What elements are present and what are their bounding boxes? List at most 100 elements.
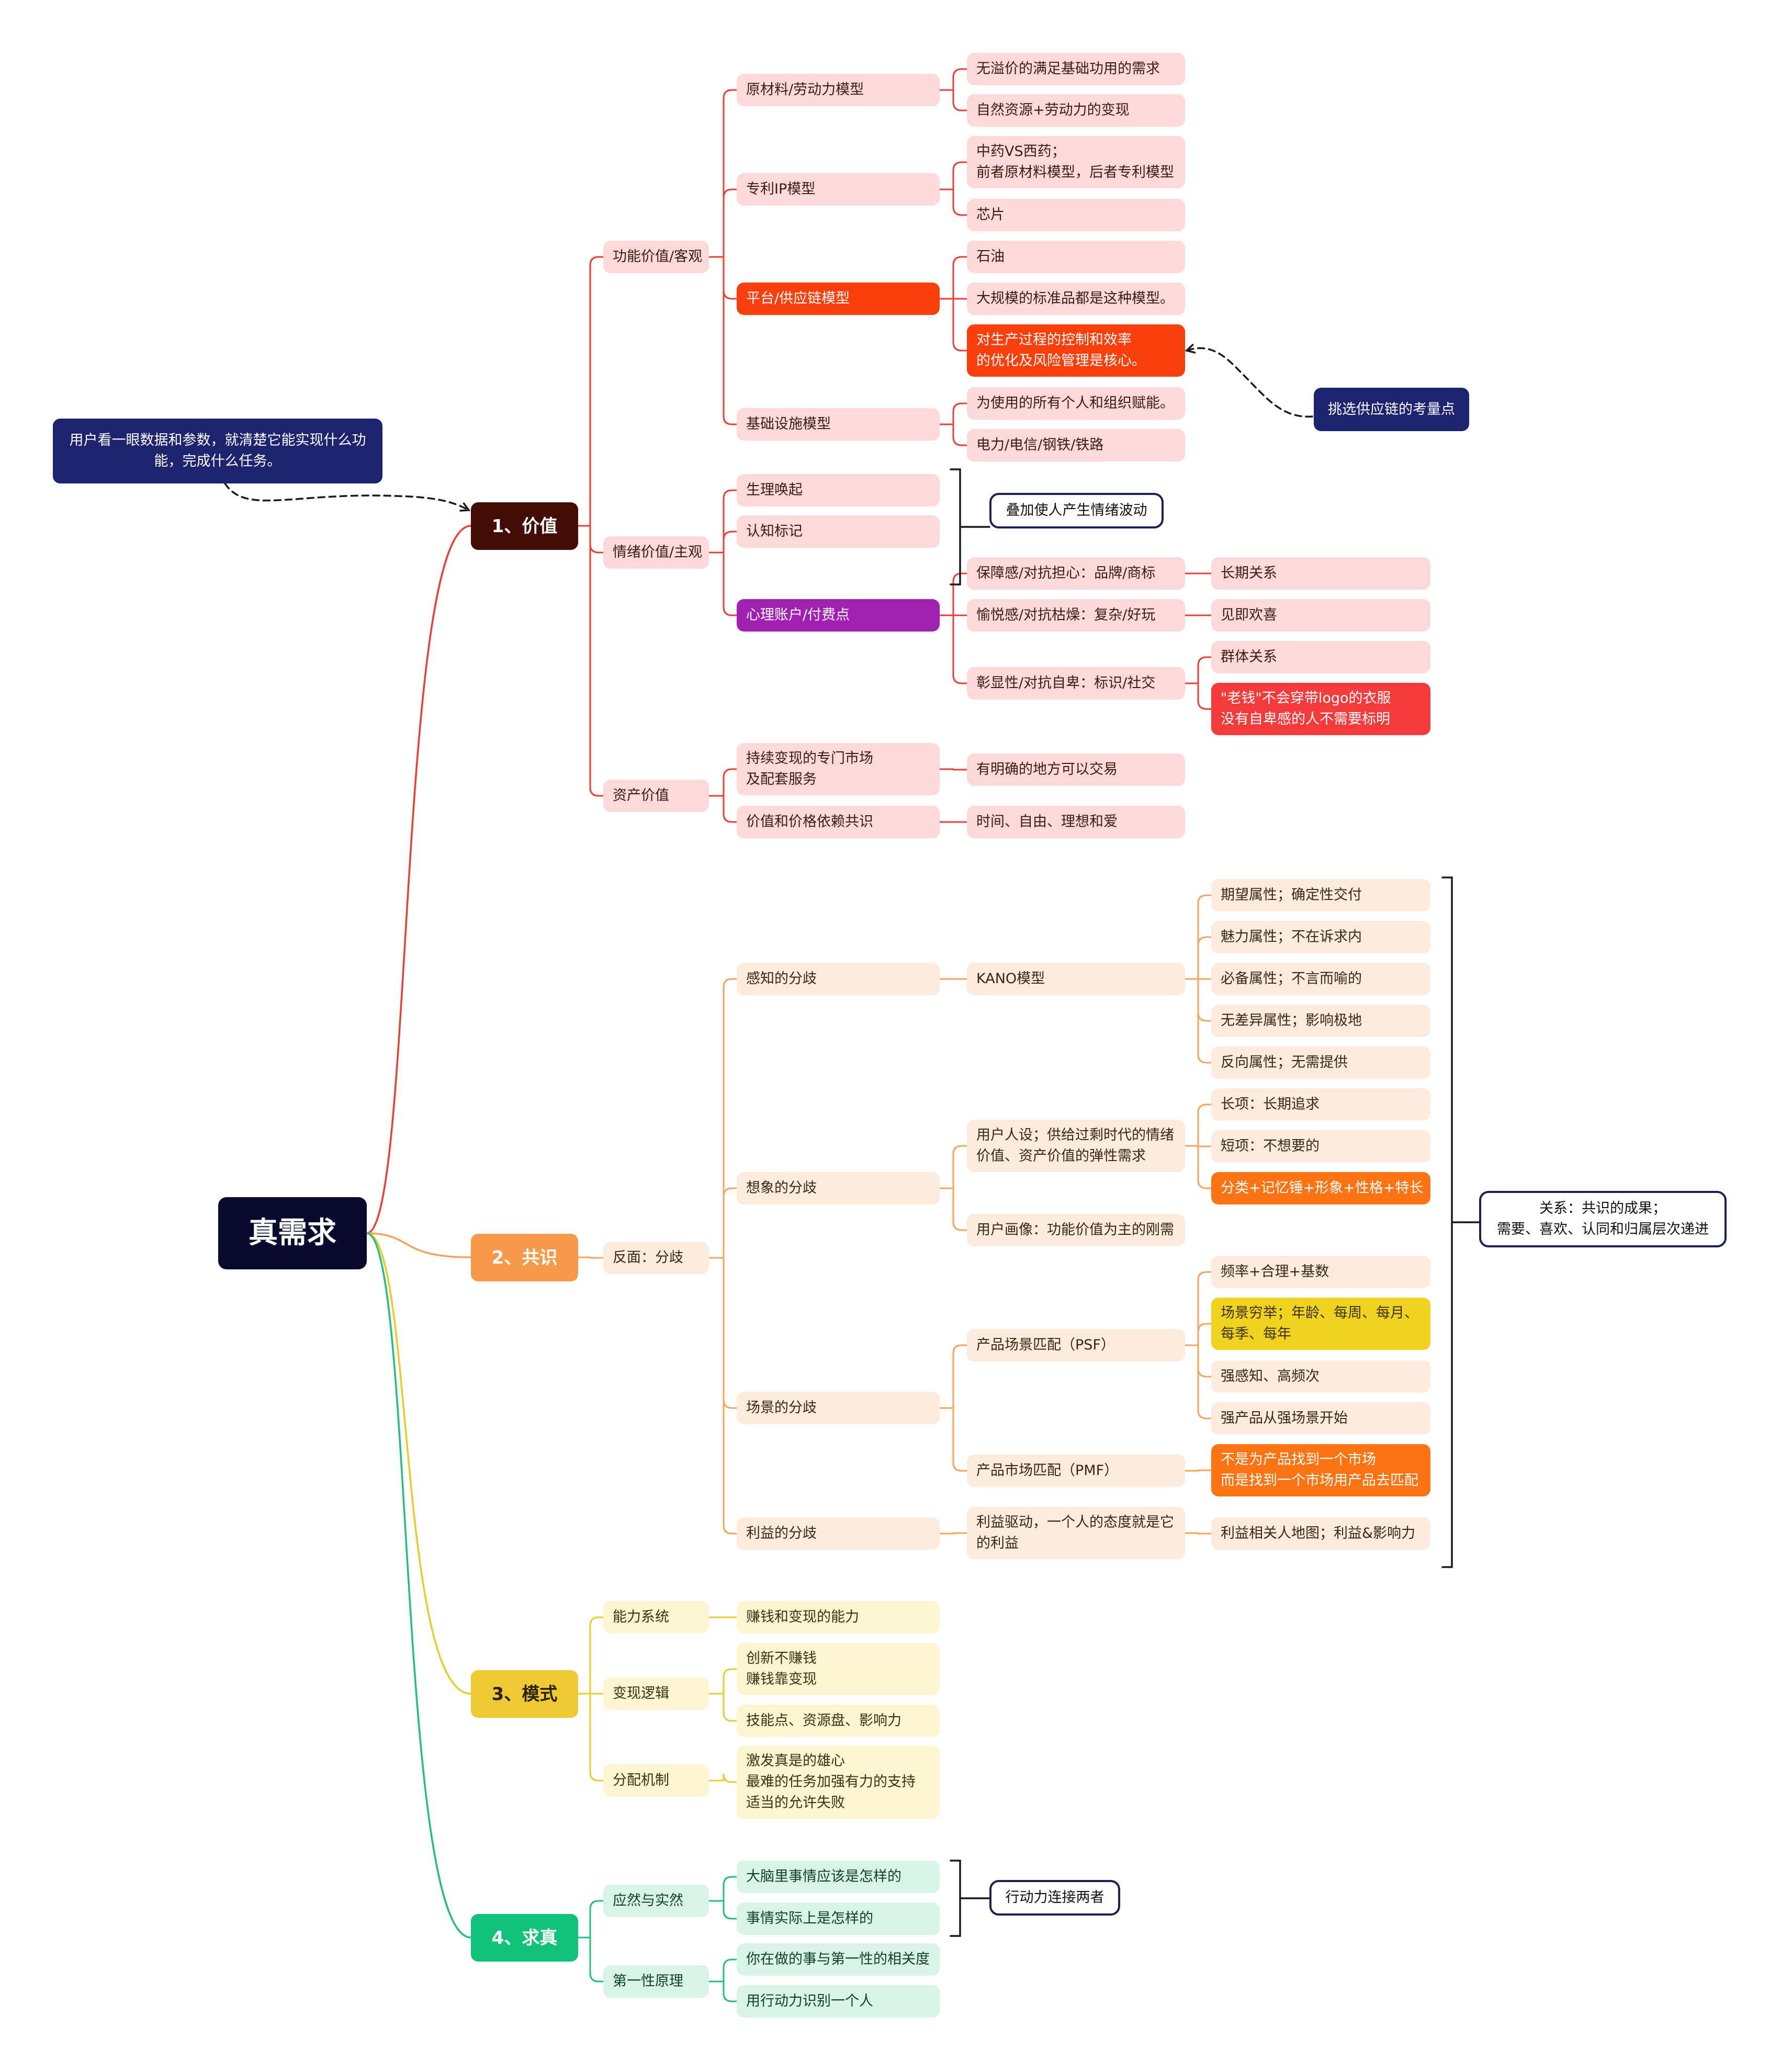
tree-branch xyxy=(589,1616,604,1695)
perception-divergence[interactable]: 感知的分歧 xyxy=(737,963,940,995)
distribution-item[interactable]: 激发真是的雄心 最难的任务加强有力的支持 适当的允许失败 xyxy=(737,1746,940,1819)
security-sense[interactable]: 保障感/对抗担心：品牌/商标 xyxy=(967,557,1185,590)
emotional-value[interactable]: 情绪价值/主观 xyxy=(603,536,709,569)
infra-item-1[interactable]: 为使用的所有个人和组织赋能。 xyxy=(967,387,1185,420)
pmf[interactable]: 产品市场匹配（PMF） xyxy=(967,1455,1185,1487)
scene-divergence[interactable]: 场景的分歧 xyxy=(737,1392,940,1424)
kano-item-3[interactable]: 必备属性；不言而喻的 xyxy=(1211,963,1430,995)
tree-branch xyxy=(952,298,968,352)
tree-branch xyxy=(723,1257,738,1409)
note-user-data[interactable]: 用户看一眼数据和参数，就清楚它能实现什么功 能，完成什么任务。 xyxy=(53,419,382,483)
bracket-emotion xyxy=(950,468,990,585)
platform-item-2[interactable]: 大规模的标准品都是这种模型。 xyxy=(967,283,1185,315)
kano-model[interactable]: KANO模型 xyxy=(967,963,1185,995)
patent-item-1[interactable]: 中药VS西药； 前者原材料模型，后者专利模型 xyxy=(967,136,1185,188)
topic-value[interactable]: 1、价值 xyxy=(471,502,578,550)
topic-model[interactable]: 3、模式 xyxy=(471,1670,578,1718)
psf-item-2[interactable]: 场景穷举；年龄、每周、每月、 每季、每年 xyxy=(1211,1298,1430,1350)
interest-divergence[interactable]: 利益的分歧 xyxy=(737,1517,940,1550)
raw-material-model[interactable]: 原材料/劳动力模型 xyxy=(737,74,940,106)
distribution-mechanism[interactable]: 分配机制 xyxy=(603,1764,709,1797)
value-price-consensus[interactable]: 价值和价格依赖共识 xyxy=(737,806,940,838)
tree-branch xyxy=(723,795,738,823)
note-emotion-wave[interactable]: 叠加使人产生情绪波动 xyxy=(989,493,1164,528)
ought-item-2[interactable]: 事情实际上是怎样的 xyxy=(737,1902,940,1935)
kano-item-1[interactable]: 期望属性；确定性交付 xyxy=(1211,879,1430,911)
functional-value[interactable]: 功能价值/客观 xyxy=(603,241,709,273)
cognitive-marker[interactable]: 认知标记 xyxy=(737,515,940,548)
clear-trading-place[interactable]: 有明确的地方可以交易 xyxy=(967,753,1185,786)
user-persona[interactable]: 用户人设；供给过剩时代的情绪 价值、资产价值的弹性需求 xyxy=(967,1120,1185,1172)
kano-item-4[interactable]: 无差异属性；影响极地 xyxy=(1211,1005,1430,1037)
infra-item-2[interactable]: 电力/电信/钢铁/铁路 xyxy=(967,429,1185,461)
instant-joy[interactable]: 见即欢喜 xyxy=(1211,599,1430,632)
logic-item-1[interactable]: 创新不赚钱 赚钱靠变现 xyxy=(737,1643,940,1695)
infrastructure-model[interactable]: 基础设施模型 xyxy=(737,408,940,441)
platform-item-3[interactable]: 对生产过程的控制和效率 的优化及风险管理是核心。 xyxy=(967,324,1185,377)
root-link xyxy=(366,1232,472,1939)
imagination-divergence[interactable]: 想象的分歧 xyxy=(737,1172,940,1204)
tree-branch xyxy=(723,978,738,1259)
mental-account[interactable]: 心理账户/付费点 xyxy=(737,599,940,632)
psf-item-3[interactable]: 强感知、高频次 xyxy=(1211,1360,1430,1393)
note-consensus-result[interactable]: 关系：共识的成果； 需要、喜欢、认同和归属层次递进 xyxy=(1479,1191,1727,1247)
ability-system[interactable]: 能力系统 xyxy=(603,1601,709,1634)
monetization-logic[interactable]: 变现逻辑 xyxy=(603,1677,709,1710)
kano-item-5[interactable]: 反向属性；无需提供 xyxy=(1211,1046,1430,1079)
reverse-divergence[interactable]: 反面：分歧 xyxy=(603,1242,709,1274)
time-freedom-love[interactable]: 时间、自由、理想和爱 xyxy=(967,806,1185,838)
psf[interactable]: 产品场景匹配（PSF） xyxy=(967,1329,1185,1361)
ability-item[interactable]: 赚钱和变现的能力 xyxy=(737,1601,940,1634)
arrow-supply-chain-head xyxy=(1185,344,1196,354)
topic-consensus[interactable]: 2、共识 xyxy=(471,1234,578,1281)
patent-item-2[interactable]: 芯片 xyxy=(967,199,1185,231)
note-action-link[interactable]: 行动力连接两者 xyxy=(989,1880,1120,1916)
long-term-relation[interactable]: 长期关系 xyxy=(1211,557,1430,590)
tree-branch xyxy=(1197,1344,1212,1420)
tree-branch xyxy=(952,614,968,684)
psf-item-4[interactable]: 强产品从强场景开始 xyxy=(1211,1402,1430,1435)
patent-model[interactable]: 专利IP模型 xyxy=(737,173,940,206)
tree-branch xyxy=(723,1668,738,1695)
joy-sense[interactable]: 愉悦感/对抗枯燥：复杂/好玩 xyxy=(967,599,1185,632)
first-item-2[interactable]: 用行动力识别一个人 xyxy=(737,1985,940,2018)
root-topic[interactable]: 真需求 xyxy=(218,1197,367,1269)
ought-and-is[interactable]: 应然与实然 xyxy=(603,1885,709,1917)
tree-branch xyxy=(952,68,968,91)
platform-item-1[interactable]: 石油 xyxy=(967,241,1185,273)
first-principle[interactable]: 第一性原理 xyxy=(603,1965,709,1998)
first-item-1[interactable]: 你在做的事与第一性的相关度 xyxy=(737,1943,940,1976)
platform-model[interactable]: 平台/供应链模型 xyxy=(737,283,940,315)
old-money-note[interactable]: "老钱"不会穿带logo的衣服 没有自卑感的人不需要标明 xyxy=(1211,683,1430,735)
interest-drive[interactable]: 利益驱动，一个人的态度就是它 的利益 xyxy=(967,1507,1185,1559)
physiological-arousal[interactable]: 生理唤起 xyxy=(737,474,940,506)
logic-item-2[interactable]: 技能点、资源盘、影响力 xyxy=(737,1705,940,1737)
tree-branch xyxy=(723,256,738,425)
persona-strength[interactable]: 长项：长期追求 xyxy=(1211,1088,1430,1121)
topic-truth[interactable]: 4、求真 xyxy=(471,1914,578,1962)
ought-item-1[interactable]: 大脑里事情应该是怎样的 xyxy=(737,1861,940,1893)
group-relation[interactable]: 群体关系 xyxy=(1211,641,1430,673)
tree-branch xyxy=(723,256,738,300)
tree-branch xyxy=(723,1958,738,1983)
psf-item-1[interactable]: 频率+合理+基数 xyxy=(1211,1256,1430,1288)
user-portrait[interactable]: 用户画像：功能价值为主的刚需 xyxy=(967,1214,1185,1246)
root-link xyxy=(366,1232,472,1258)
tree-branch xyxy=(952,256,968,300)
stakeholder-map[interactable]: 利益相关人地图；利益&影响力 xyxy=(1211,1517,1430,1550)
arrow-user-data-head xyxy=(459,502,471,512)
dedicated-market[interactable]: 持续变现的专门市场 及配套服务 xyxy=(737,743,940,795)
tree-branch xyxy=(1197,936,1212,980)
persona-weakness[interactable]: 短项：不想要的 xyxy=(1211,1130,1430,1163)
status-sense[interactable]: 彰显性/对抗自卑：标识/社交 xyxy=(967,667,1185,700)
tree-branch xyxy=(952,1407,968,1472)
tree-branch xyxy=(723,1257,738,1535)
kano-item-2[interactable]: 魅力属性；不在诉求内 xyxy=(1211,921,1430,953)
pmf-result[interactable]: 不是为产品找到一个市场 而是找到一个市场用产品去匹配 xyxy=(1211,1444,1430,1496)
raw-item-2[interactable]: 自然资源+劳动力的变现 xyxy=(967,94,1185,127)
note-supply-chain[interactable]: 挑选供应链的考量点 xyxy=(1314,388,1469,431)
asset-value[interactable]: 资产价值 xyxy=(603,780,709,812)
raw-item-1[interactable]: 无溢价的满足基础功用的需求 xyxy=(967,53,1185,85)
tree-branch xyxy=(1197,978,1212,1064)
persona-formula[interactable]: 分类+记忆锤+形象+性格+特长 xyxy=(1211,1172,1430,1204)
